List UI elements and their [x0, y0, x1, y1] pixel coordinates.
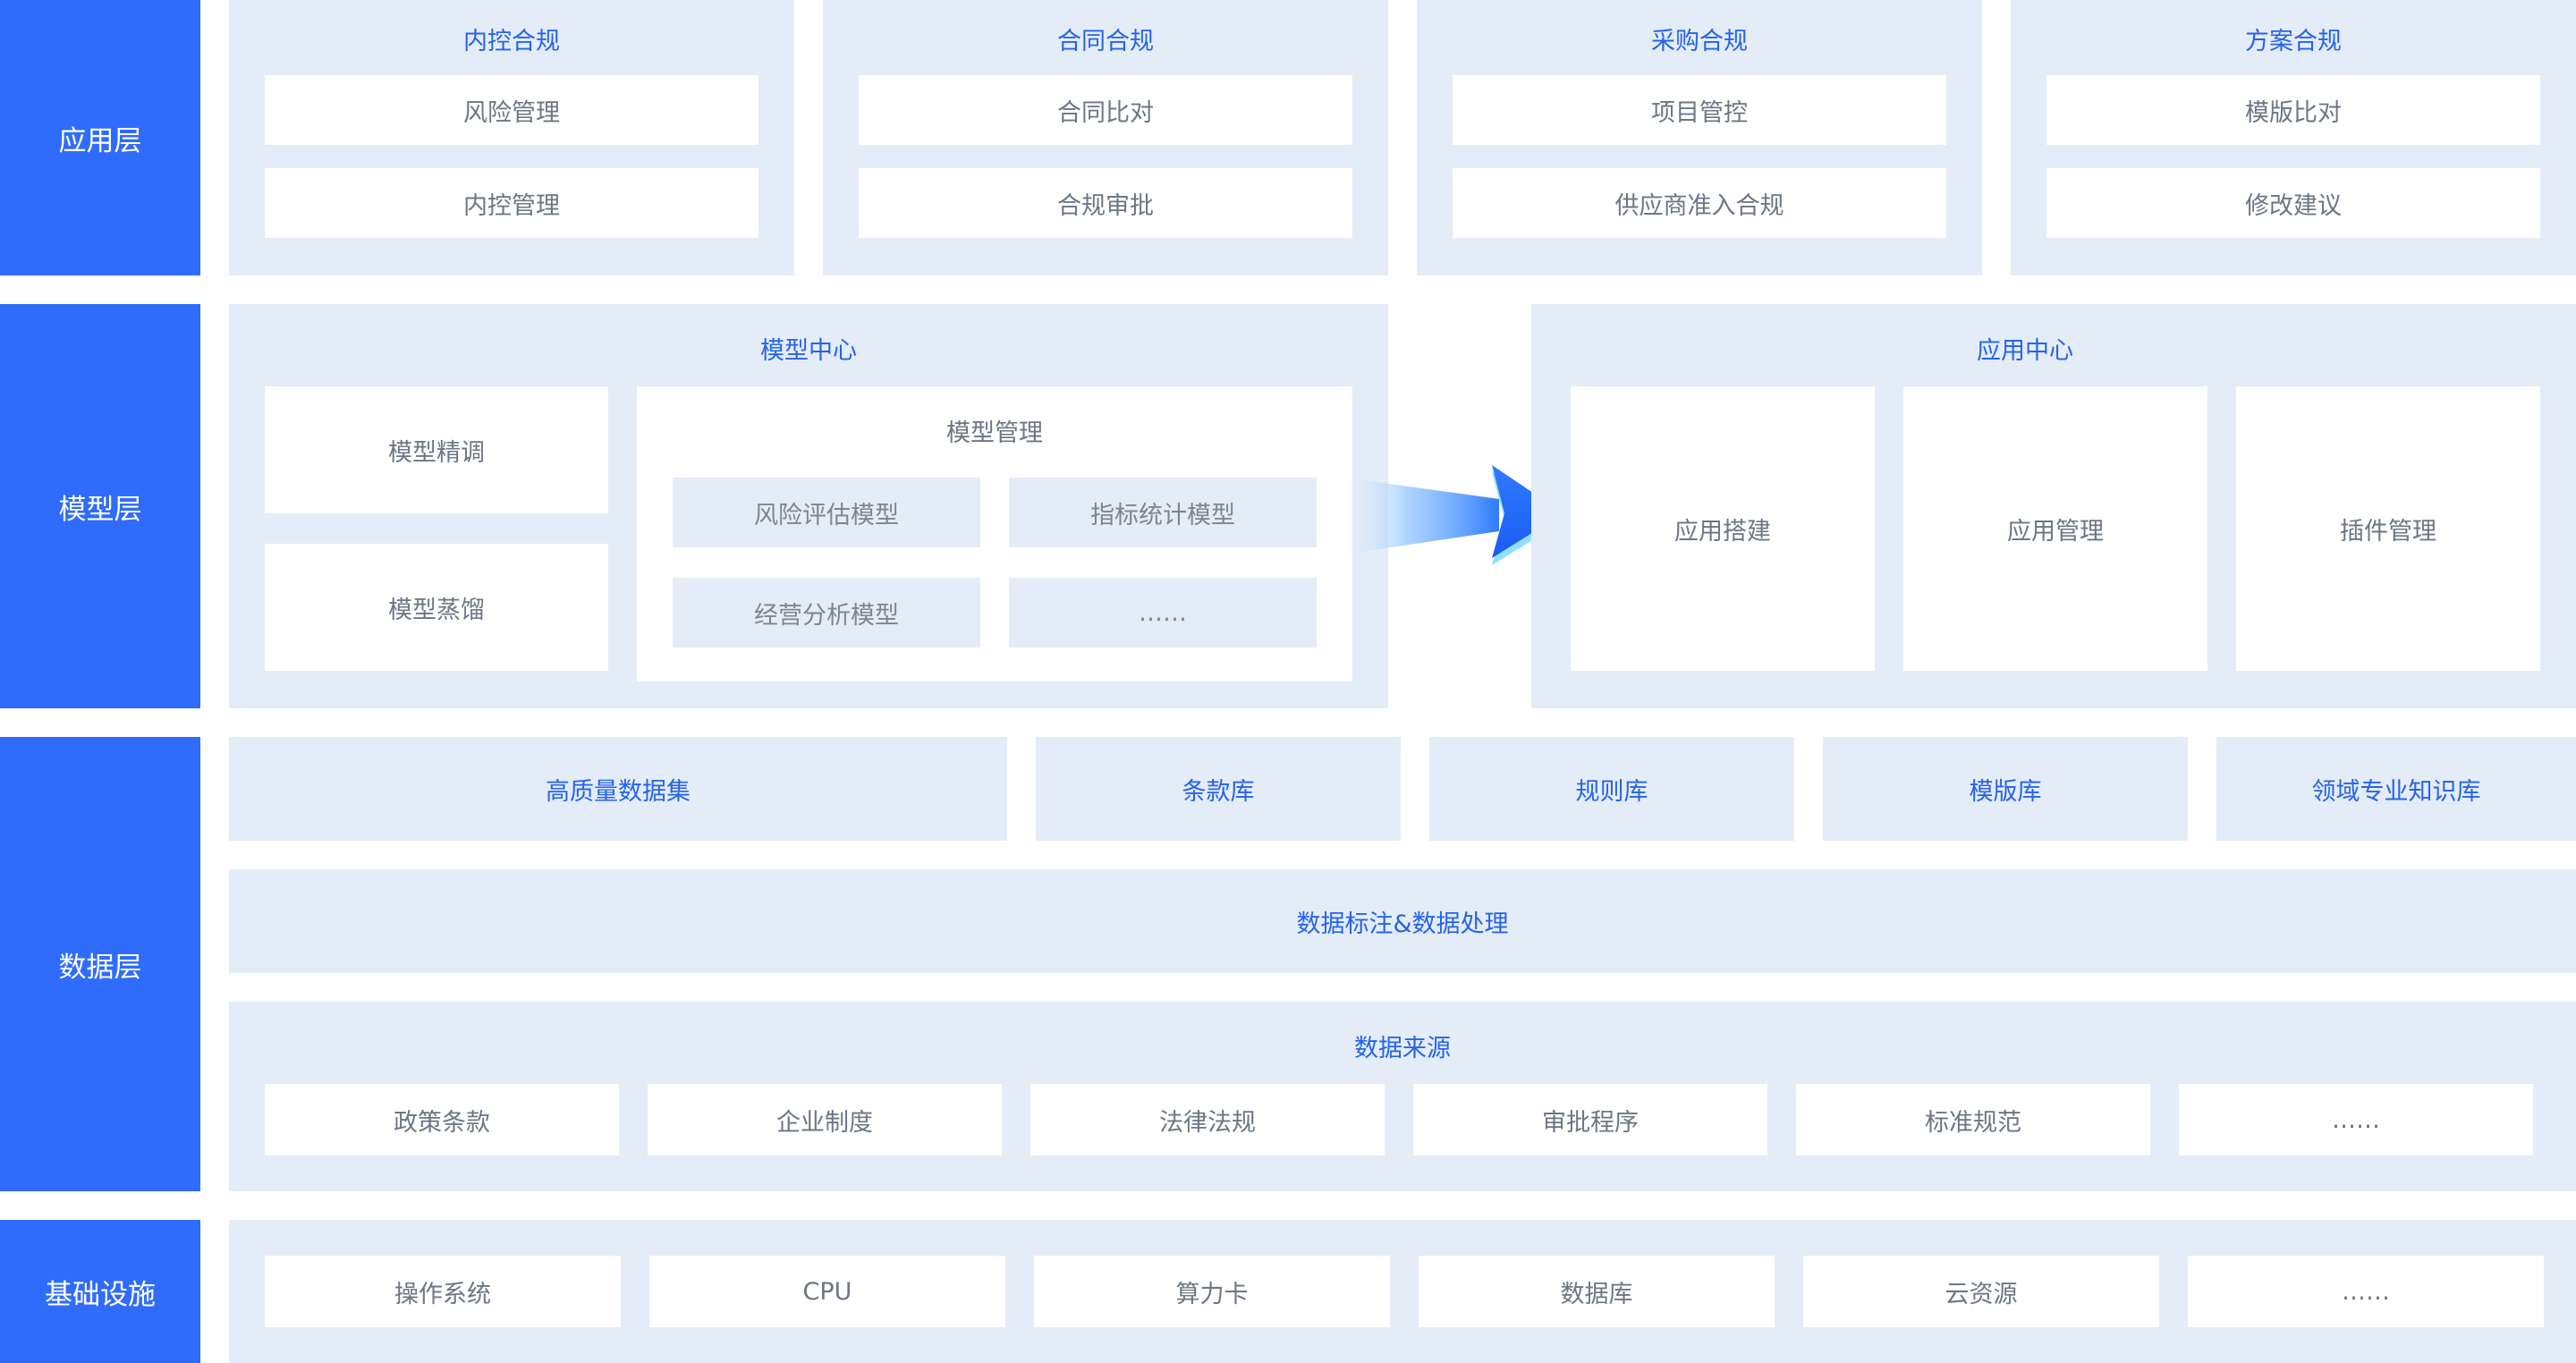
- app-item: 内控管理: [265, 168, 758, 238]
- infra-panel: 操作系统 CPU 算力卡 数据库 云资源 ……: [229, 1220, 2576, 1363]
- model-center-panel: 模型中心 模型精调 模型蒸馏 模型管理 风险评估模型 指标统计模型 经营分析模型…: [229, 304, 1388, 708]
- model-center-title: 模型中心: [760, 337, 857, 365]
- data-source-item: 法律法规: [1030, 1084, 1385, 1156]
- model-management-item: ……: [1009, 578, 1317, 648]
- data-source-item: ……: [2179, 1084, 2533, 1156]
- data-sources-panel: 数据来源 政策条款 企业制度 法律法规 审批程序 标准规范 ……: [229, 1002, 2576, 1191]
- layer-label-infra: 基础设施: [0, 1220, 200, 1363]
- model-management-panel: 模型管理 风险评估模型 指标统计模型 经营分析模型 ……: [637, 386, 1352, 682]
- data-sources-title: 数据来源: [1354, 1035, 1451, 1062]
- app-item: 供应商准入合规: [1453, 168, 1946, 238]
- infra-item: ……: [2188, 1256, 2544, 1327]
- app-center-item: 插件管理: [2236, 386, 2540, 671]
- app-group-internal-control: 内控合规 风险管理 内控管理: [229, 0, 794, 275]
- data-source-item: 标准规范: [1796, 1084, 2150, 1156]
- model-management-title: 模型管理: [946, 419, 1043, 447]
- app-center-item: 应用搭建: [1571, 386, 1875, 671]
- app-center-title: 应用中心: [1977, 337, 2073, 365]
- app-group-procurement: 采购合规 项目管控 供应商准入合规: [1417, 0, 1982, 275]
- app-group-title: 方案合规: [2245, 28, 2342, 55]
- data-repo-templates: 模版库: [1823, 737, 2188, 841]
- app-center-panel: 应用中心 应用搭建 应用管理 插件管理: [1531, 304, 2576, 708]
- data-repo-knowledge: 领域专业知识库: [2216, 737, 2576, 841]
- infra-item: CPU: [649, 1256, 1005, 1327]
- app-center-item: 应用管理: [1903, 386, 2207, 671]
- data-source-item: 审批程序: [1413, 1084, 1767, 1156]
- app-item: 项目管控: [1453, 75, 1946, 145]
- app-item: 合规审批: [859, 168, 1352, 238]
- app-group-title: 采购合规: [1651, 28, 1748, 55]
- data-repo-rules: 规则库: [1429, 737, 1794, 841]
- model-management-item: 经营分析模型: [673, 578, 980, 648]
- infra-item: 数据库: [1419, 1256, 1775, 1327]
- model-distill-box: 模型蒸馏: [265, 544, 608, 671]
- data-processing-bar: 数据标注&数据处理: [229, 869, 2576, 973]
- app-item: 风险管理: [265, 75, 758, 145]
- model-management-item: 指标统计模型: [1009, 478, 1317, 547]
- data-source-item: 政策条款: [265, 1084, 619, 1156]
- infra-item: 云资源: [1803, 1256, 2159, 1327]
- data-repo-dataset: 高质量数据集: [229, 737, 1007, 841]
- app-group-title: 内控合规: [463, 28, 560, 55]
- flow-arrow-icon: [1331, 465, 1567, 565]
- data-repo-clauses: 条款库: [1036, 737, 1401, 841]
- app-group-title: 合同合规: [1057, 28, 1154, 55]
- app-group-contract: 合同合规 合同比对 合规审批: [823, 0, 1388, 275]
- app-group-proposal: 方案合规 模版比对 修改建议: [2011, 0, 2576, 275]
- infra-item: 算力卡: [1034, 1256, 1390, 1327]
- layer-label-model: 模型层: [0, 304, 200, 708]
- app-item: 模版比对: [2046, 75, 2540, 145]
- data-source-item: 企业制度: [648, 1084, 1002, 1156]
- app-item: 修改建议: [2046, 168, 2540, 238]
- layer-label-app: 应用层: [0, 0, 200, 275]
- model-finetune-box: 模型精调: [265, 386, 608, 513]
- app-item: 合同比对: [859, 75, 1352, 145]
- infra-item: 操作系统: [265, 1256, 621, 1327]
- model-management-item: 风险评估模型: [673, 478, 980, 547]
- layer-label-data: 数据层: [0, 737, 200, 1191]
